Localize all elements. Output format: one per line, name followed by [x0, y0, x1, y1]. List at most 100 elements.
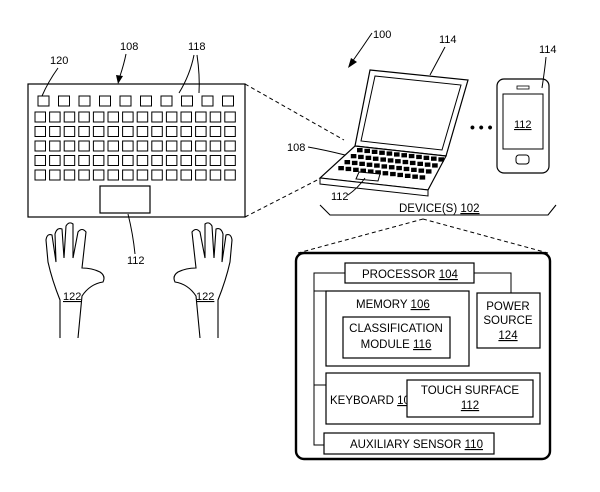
laptop-key: [350, 154, 357, 159]
laptop-key: [423, 155, 430, 160]
key: [63, 140, 76, 152]
key: [122, 155, 134, 166]
laptop-key: [404, 173, 411, 178]
label-keys-118: 118: [188, 41, 206, 53]
key: [34, 169, 46, 181]
function-key: [201, 95, 214, 107]
function-key: [37, 95, 50, 107]
laptop-key: [364, 148, 370, 154]
power-ref: 124: [498, 330, 518, 342]
projection-line-bottom: [244, 175, 326, 218]
memory-label: MEMORY 106: [356, 299, 430, 311]
laptop-key: [380, 157, 386, 162]
key: [136, 169, 149, 181]
key: [151, 111, 163, 123]
key: [78, 111, 90, 123]
label-hand-left-122: 122: [63, 291, 81, 303]
laptop-key: [374, 163, 380, 168]
laptop-key: [375, 170, 381, 175]
classification-label-line2: MODULE 116: [361, 339, 432, 351]
label-laptop-114: 114: [439, 34, 457, 46]
key: [151, 126, 163, 137]
power-source-box: [476, 292, 541, 349]
laptop-key: [438, 157, 444, 162]
auxiliary-sensor-box: [323, 432, 495, 455]
key: [107, 126, 119, 137]
key: [92, 126, 105, 137]
laptop-key: [396, 165, 402, 171]
key: [209, 126, 222, 137]
laptop-key: [379, 150, 385, 155]
processor-box: [344, 262, 475, 284]
laptop-key: [419, 175, 426, 180]
classification-module-box: [342, 316, 451, 359]
key: [34, 126, 46, 137]
key: [49, 126, 61, 137]
key: [180, 140, 192, 152]
function-key: [78, 95, 91, 107]
laptop-key: [402, 159, 409, 165]
key: [78, 140, 90, 152]
laptop-key: [351, 160, 358, 166]
label-laptop-touchpad-112: 112: [331, 191, 349, 203]
touch-surface-box: [406, 379, 534, 418]
key: [180, 155, 192, 166]
key: [136, 155, 149, 166]
key: [209, 140, 222, 152]
laptop-key: [401, 153, 407, 158]
key: [136, 111, 149, 123]
key: [122, 169, 134, 181]
key: [209, 155, 222, 166]
key: [92, 140, 105, 152]
key: [63, 111, 76, 123]
key: [122, 126, 134, 137]
key: [92, 111, 105, 123]
laptop-key: [425, 169, 432, 174]
key: [195, 111, 207, 123]
power-label-line2: SOURCE: [483, 315, 533, 327]
key: [63, 155, 76, 166]
key: [165, 140, 178, 152]
key: [107, 111, 119, 123]
key: [107, 140, 119, 152]
laptop-key: [418, 168, 425, 173]
function-key: [99, 95, 111, 107]
key: [224, 111, 236, 123]
key: [195, 155, 207, 166]
projection-line-top: [244, 83, 345, 141]
function-key: [181, 95, 193, 107]
laptop-key: [345, 166, 352, 172]
laptop-key: [411, 167, 417, 172]
function-key: [58, 95, 70, 107]
key: [180, 126, 192, 137]
keyboard-label: KEYBOARD 108: [330, 395, 416, 407]
key: [34, 111, 46, 123]
key: [63, 126, 76, 137]
laptop-touchpad: [355, 171, 381, 182]
key: [180, 169, 192, 181]
classification-label-line1: CLASSIFICATION: [349, 323, 443, 335]
function-key: [160, 95, 173, 107]
laptop-key: [387, 158, 394, 163]
key: [180, 111, 192, 123]
laptop-key: [382, 171, 389, 176]
key: [78, 155, 90, 166]
function-key: [119, 95, 132, 107]
ellipsis: • • •: [470, 119, 493, 135]
key: [195, 126, 207, 137]
callout-line-left: [297, 218, 424, 254]
keyboard-closeup: [27, 83, 246, 218]
callout-line-right: [422, 218, 549, 254]
laptop-key: [367, 169, 374, 174]
laptop-key: [366, 162, 373, 167]
processor-label: PROCESSOR 104: [362, 269, 458, 281]
laptop-key: [365, 155, 372, 160]
function-key: [140, 95, 152, 107]
key: [122, 140, 134, 152]
key: [209, 169, 222, 181]
figure-number: 100: [373, 29, 391, 41]
key: [49, 155, 61, 166]
key: [63, 169, 76, 181]
key: [165, 169, 178, 181]
